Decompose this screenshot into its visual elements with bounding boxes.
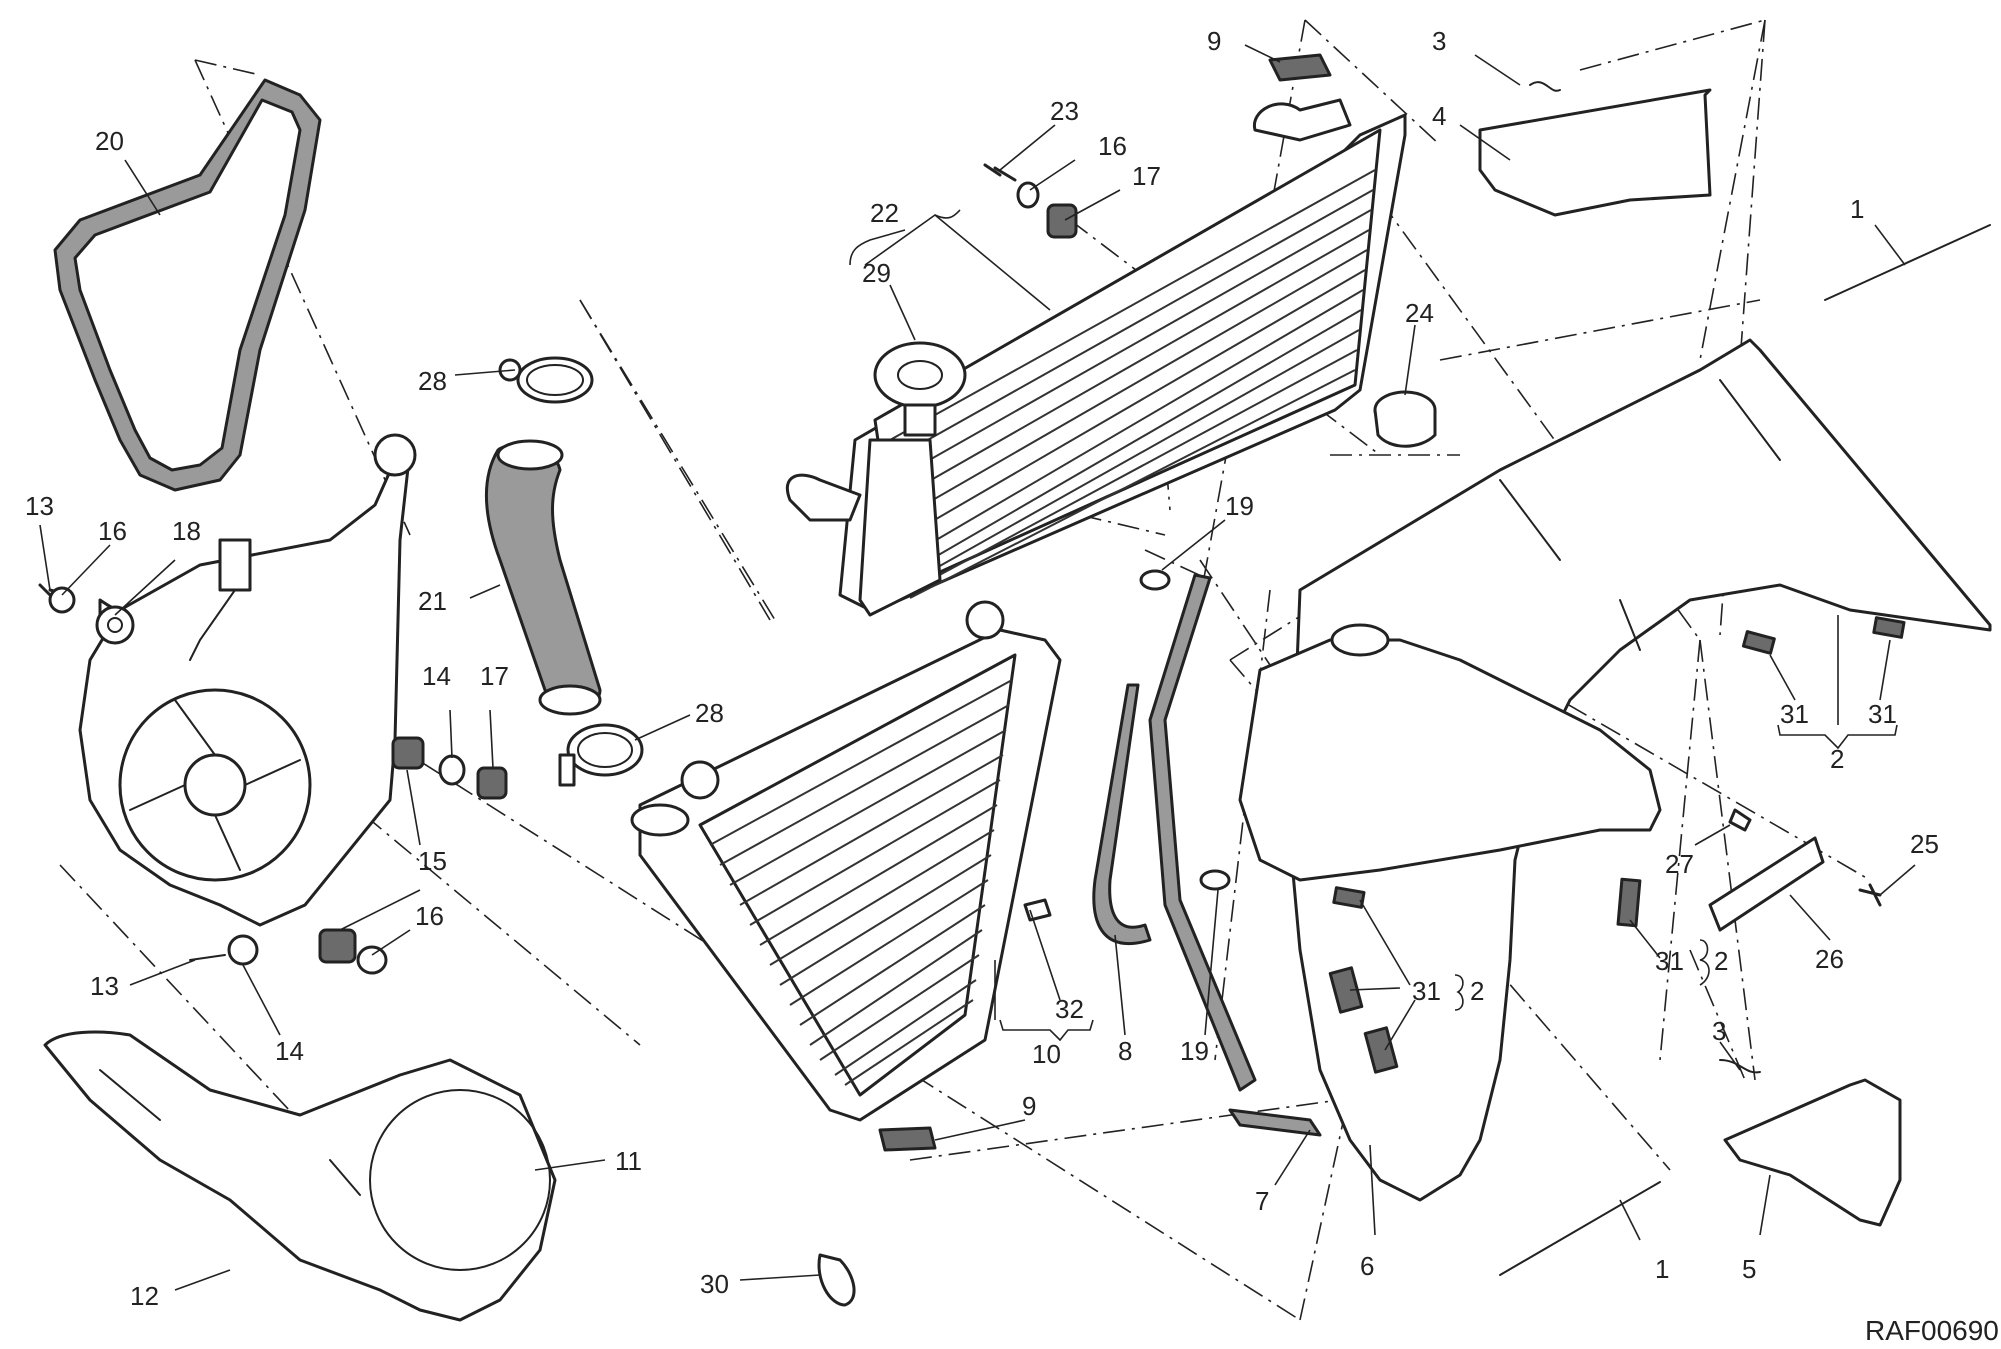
expansion-tank-cap xyxy=(1373,390,1437,448)
callout-8: 8 xyxy=(1118,1036,1132,1066)
callout-9: 9 xyxy=(1207,26,1221,56)
drawing-id-label: RAF00690 xyxy=(1865,1315,1999,1346)
callout-31: 31 xyxy=(1412,976,1441,1006)
lower-deflector-part xyxy=(1719,1059,1902,1227)
callout-3: 3 xyxy=(1712,1016,1726,1046)
callout-17: 17 xyxy=(480,661,509,691)
callout-20: 20 xyxy=(95,126,124,156)
callout-11: 11 xyxy=(615,1146,642,1176)
callout-1: 1 xyxy=(1850,194,1864,224)
drain-hose-7 xyxy=(1148,573,1322,1137)
callout-26: 26 xyxy=(1815,944,1844,974)
overflow-hose-8 xyxy=(1092,683,1152,946)
top-bolt-stack xyxy=(983,163,1078,239)
callout-14: 14 xyxy=(422,661,451,691)
fan-seal-part xyxy=(53,78,322,492)
expansion-tank-part xyxy=(1238,623,1662,882)
callout-9: 9 xyxy=(1022,1091,1036,1121)
callout-13: 13 xyxy=(90,971,119,1001)
callout-1: 1 xyxy=(1655,1254,1669,1284)
callout-3: 3 xyxy=(1432,26,1446,56)
cable-clip-part xyxy=(817,1253,856,1307)
callout-31: 31 xyxy=(1780,699,1809,729)
callout-18: 18 xyxy=(172,516,201,546)
callout-31: 31 xyxy=(1868,699,1897,729)
callout-10: 10 xyxy=(1032,1039,1061,1069)
callout-31: 31 xyxy=(1655,946,1684,976)
callout-19: 19 xyxy=(1180,1036,1209,1066)
callout-30: 30 xyxy=(700,1269,729,1299)
callout-29: 29 xyxy=(862,258,891,288)
callout-23: 23 xyxy=(1050,96,1079,126)
callout-4: 4 xyxy=(1432,101,1446,131)
lower-radiator-part xyxy=(630,600,1062,1122)
hose-part xyxy=(484,439,602,716)
callout-16: 16 xyxy=(98,516,127,546)
callout-28: 28 xyxy=(418,366,447,396)
callout-17: 17 xyxy=(1132,161,1161,191)
leader-lines xyxy=(39,44,1916,1291)
callout-5: 5 xyxy=(1742,1254,1756,1284)
callout-6: 6 xyxy=(1360,1251,1374,1281)
hose-clamp-upper xyxy=(498,356,594,404)
radiator-cap-part xyxy=(873,341,967,437)
rubber-mounts xyxy=(38,583,508,975)
callout-12: 12 xyxy=(130,1281,159,1311)
callout-27: 27 xyxy=(1665,849,1694,879)
callout-21: 21 xyxy=(418,586,447,616)
callout-labels: 20 13 16 18 28 21 14 17 15 16 13 14 11 1… xyxy=(25,26,1939,1311)
callout-7: 7 xyxy=(1255,1186,1269,1216)
small-clamps-19 xyxy=(1139,569,1231,891)
retaining-rods xyxy=(1499,224,1991,1276)
callout-28: 28 xyxy=(695,698,724,728)
side-fairing-part xyxy=(1288,338,1992,1202)
bracket-26-group xyxy=(1708,808,1882,932)
callout-2: 2 xyxy=(1470,976,1484,1006)
rubber-strips-31 xyxy=(1328,616,1906,1074)
callout-25: 25 xyxy=(1910,829,1939,859)
small-parts-group xyxy=(878,53,1332,1152)
cooling-fan-part xyxy=(78,433,417,927)
hose-clamp-lower xyxy=(558,723,644,787)
callout-22: 22 xyxy=(870,198,899,228)
callout-2: 2 xyxy=(1714,946,1728,976)
callout-16: 16 xyxy=(1098,131,1127,161)
callout-19: 19 xyxy=(1225,491,1254,521)
callout-15: 15 xyxy=(418,846,447,876)
callout-32: 32 xyxy=(1055,994,1084,1024)
upper-radiator-part xyxy=(785,98,1407,617)
callout-24: 24 xyxy=(1405,298,1434,328)
callout-13: 13 xyxy=(25,491,54,521)
callout-2: 2 xyxy=(1830,744,1844,774)
callout-14: 14 xyxy=(275,1036,304,1066)
fan-shroud-part xyxy=(43,1030,557,1322)
callout-16: 16 xyxy=(415,901,444,931)
upper-deflector-part xyxy=(1478,81,1712,217)
